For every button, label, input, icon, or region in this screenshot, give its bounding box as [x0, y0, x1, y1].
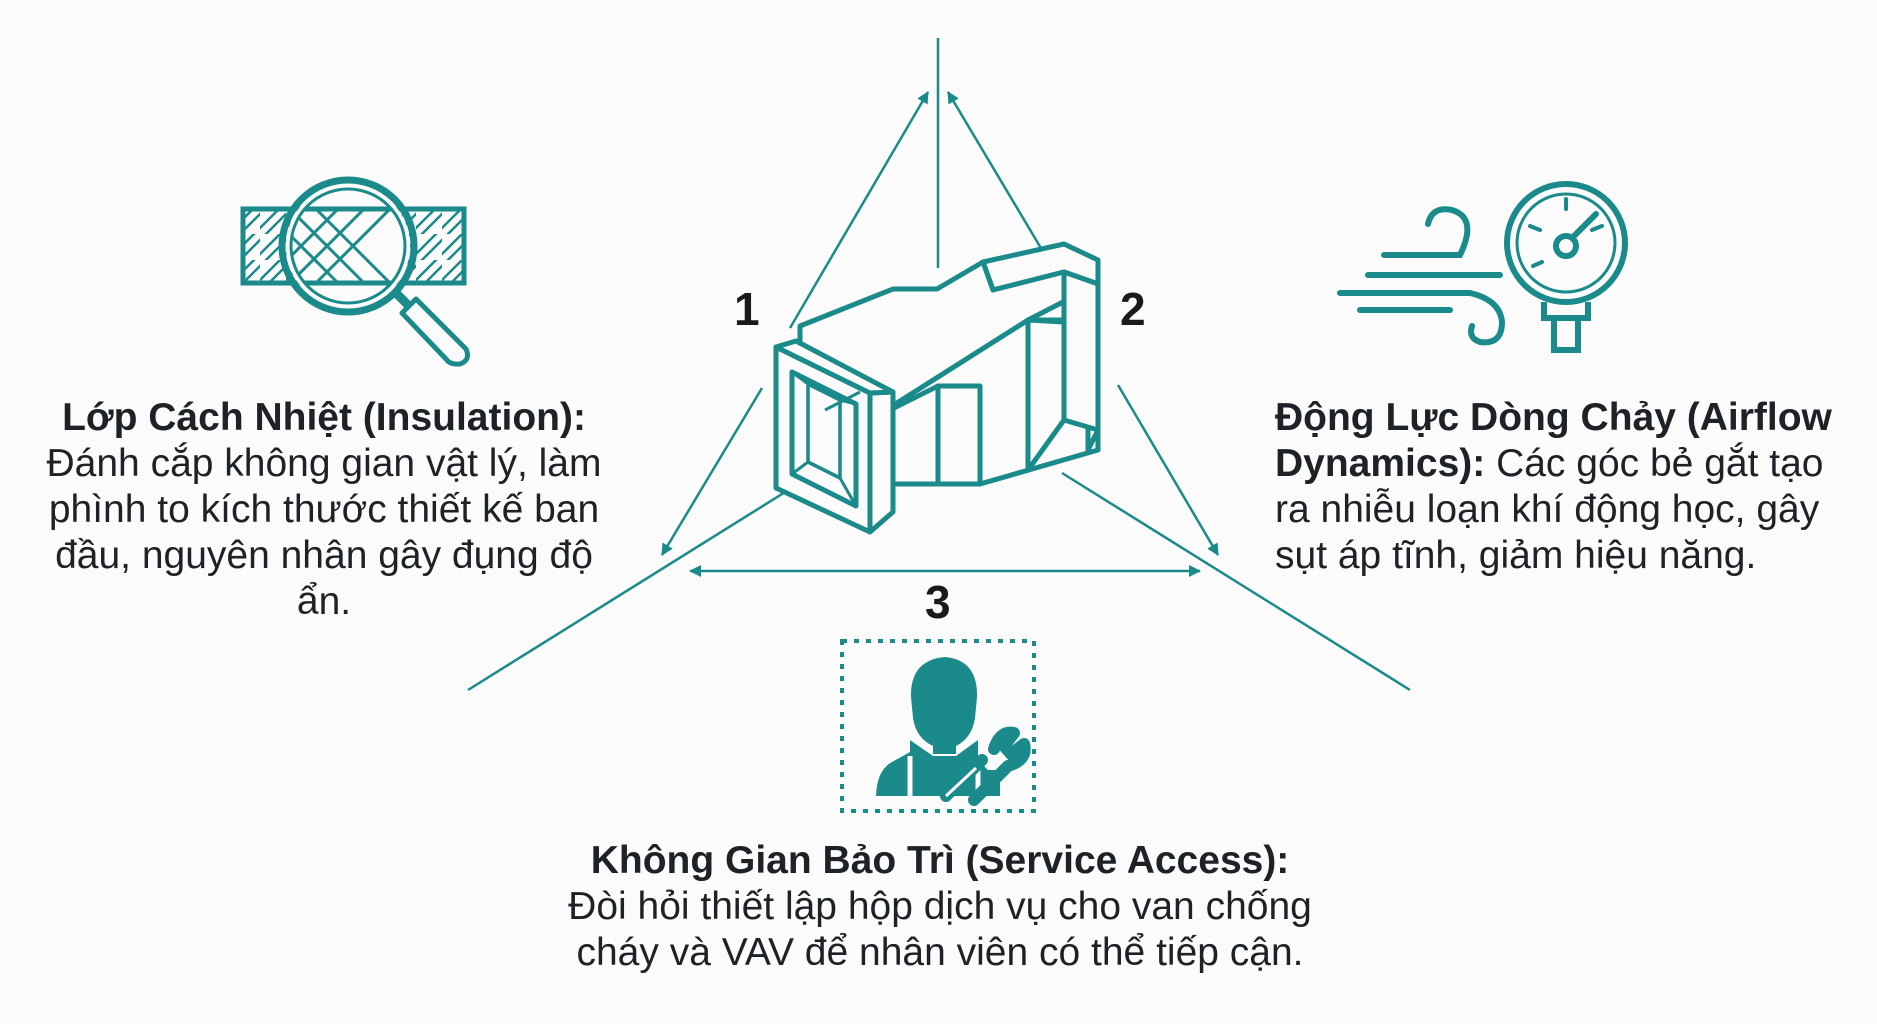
insulation-title: Lớp Cách Nhiệt (Insulation): [62, 396, 586, 439]
marker-1: 1 [734, 283, 760, 335]
arrow-2-down [1116, 384, 1220, 556]
connector-lines [467, 38, 1411, 692]
service-body: Đòi hỏi thiết lập hộp dịch vụ cho van ch… [568, 885, 1312, 974]
left-diagonal-line [467, 487, 791, 692]
airflow-description: Động Lực Dòng Chảy (Airflow Dynamics): C… [1275, 395, 1835, 579]
arrow-2-up [946, 91, 1050, 261]
arrow-1-down [660, 387, 764, 556]
insulation-description: Lớp Cách Nhiệt (Insulation): Đánh cắp kh… [24, 395, 624, 625]
right-diagonal-line [1061, 471, 1411, 692]
magnifier-over-insulation-icon [240, 176, 470, 367]
service-title: Không Gian Bảo Trì (Service Access): [590, 839, 1290, 882]
technician-with-wrench-icon [840, 639, 1036, 813]
insulation-body: Đánh cắp không gian vật lý, làm phình to… [46, 442, 602, 623]
marker-2: 2 [1120, 283, 1146, 335]
airflow-title: Động Lực Dòng Chảy (Airflow Dynamics): [1275, 396, 1832, 485]
marker-3: 3 [925, 576, 951, 628]
arrow-1-up [788, 91, 930, 329]
wind-pressure-gauge-icon [1337, 181, 1628, 353]
airflow-body: Các góc bẻ gắt tạo ra nhiễu loạn khí độn… [1275, 442, 1824, 577]
service-description: Không Gian Bảo Trì (Service Access): Đòi… [560, 838, 1320, 976]
duct-transition-icon [773, 241, 1101, 535]
